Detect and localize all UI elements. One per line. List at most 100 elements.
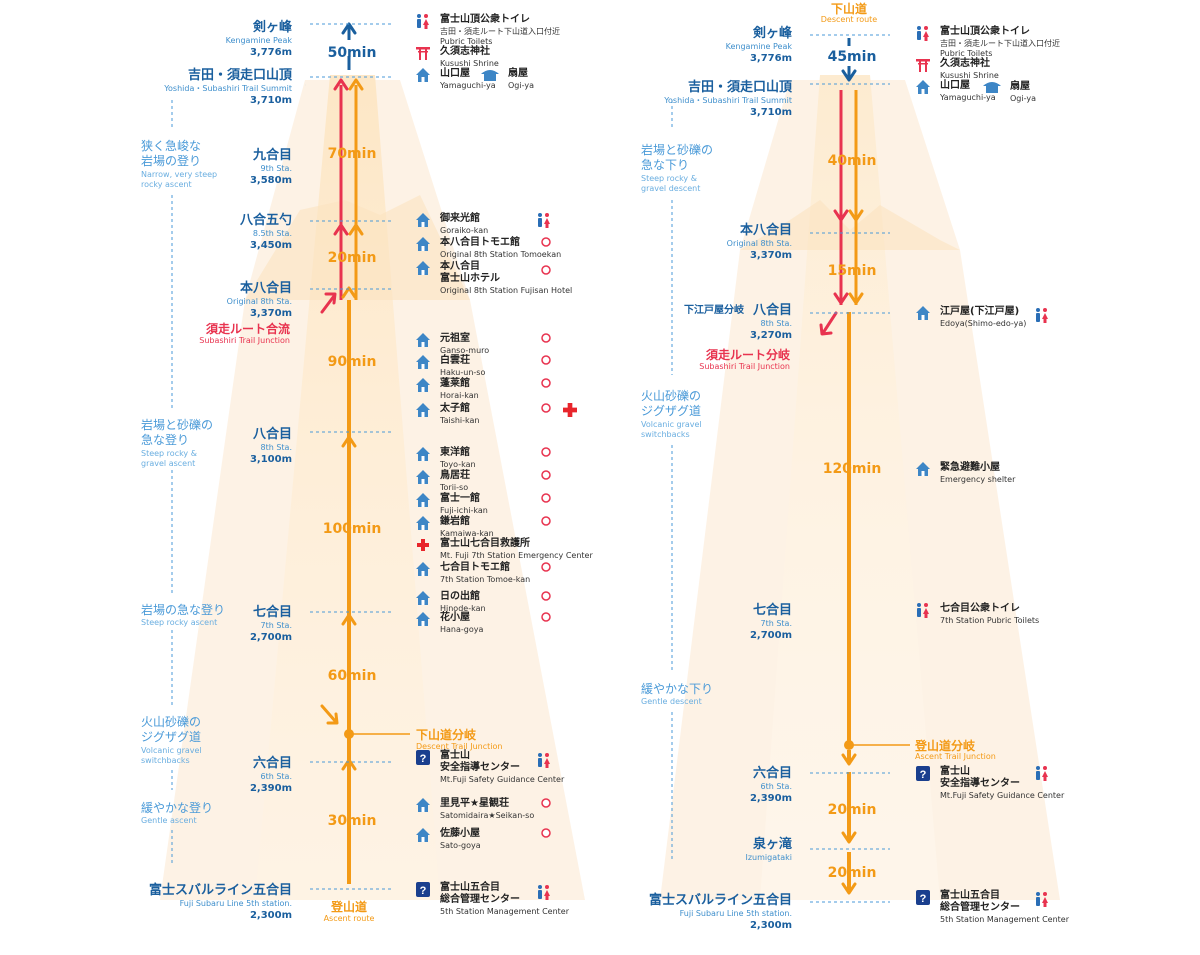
ascent-route-label: 登山道 xyxy=(330,900,367,914)
toilet-icon-female-head xyxy=(1043,766,1047,770)
facility-name: 富士山頂公衆トイレ xyxy=(940,26,1030,37)
facility-name-en: Pubric Toilets xyxy=(940,49,993,58)
up-arrow-icon xyxy=(341,758,357,771)
toilet-icon-female-head xyxy=(545,753,549,757)
toilet-icon-male xyxy=(1036,897,1040,906)
station-altitude: 2,700m xyxy=(749,630,792,641)
terrain-label-en: Steep rocky & xyxy=(641,174,697,183)
hut-door xyxy=(421,571,425,576)
hut-icon xyxy=(916,306,930,320)
toilet-icon-female-legs xyxy=(924,36,928,41)
station-altitude: 2,700m xyxy=(249,632,292,643)
hut-icon xyxy=(416,68,430,82)
toilet-icon-female xyxy=(1042,771,1048,777)
subashiri-branch-arrow-head xyxy=(819,323,833,336)
first-aid-icon xyxy=(417,539,429,551)
station-name: 吉田・須走口山頂 xyxy=(187,68,292,83)
ascent-route-label-en: Ascent route xyxy=(323,914,375,923)
toilet-icon-female-head xyxy=(1043,892,1047,896)
lodging-available-icon xyxy=(541,612,551,622)
info-center-icon-glyph: ? xyxy=(920,769,927,781)
facility-name: 七合目トモエ館 xyxy=(440,562,510,573)
terrain-label-en: switchbacks xyxy=(641,430,690,439)
toilet-icon-female-legs xyxy=(545,223,549,228)
terrain-label-en: Steep rocky & xyxy=(141,449,197,458)
toilet-icon-female-legs xyxy=(1043,902,1047,907)
facility-name: 富士一館 xyxy=(440,493,480,504)
lodging-available-icon xyxy=(541,447,551,457)
facility-name-en: Original 8th Station Fujisan Hotel xyxy=(440,286,573,295)
terrain-label: 火山砂礫の xyxy=(641,389,702,403)
facility-name: 日の出館 xyxy=(440,591,480,602)
facility-name: 佐藤小屋 xyxy=(440,828,480,839)
toilet-icon-female xyxy=(544,218,550,224)
station-altitude: 3,710m xyxy=(749,107,792,118)
hut-door xyxy=(921,471,925,476)
terrain-label-en: Steep rocky ascent xyxy=(141,618,218,627)
subashiri-junction-label: 須走ルート分岐 xyxy=(705,348,790,362)
station-name: 剣ヶ峰 xyxy=(752,26,792,41)
toilet-icon-male xyxy=(917,608,921,617)
station-name-en: Fuji Subaru Line 5th station. xyxy=(179,899,292,908)
hut-icon xyxy=(416,798,430,812)
descent-junction-arrow-head xyxy=(326,712,339,725)
station-altitude: 3,710m xyxy=(249,95,292,106)
toilet-icon-male xyxy=(1036,313,1040,322)
time-label: 20min xyxy=(827,865,877,881)
time-label: 50min xyxy=(327,45,377,61)
facility-name: 久須志神社 xyxy=(940,58,990,69)
terrain-label-en: rocky ascent xyxy=(141,180,192,189)
toilet-icon xyxy=(917,603,921,607)
facility-name: 本八合目トモエ館 xyxy=(440,237,520,248)
ogiya-icon-body xyxy=(484,74,496,81)
lodging-available-icon xyxy=(541,591,551,601)
shrine-icon-post xyxy=(919,61,921,72)
facility-name-en: Edoya(Shimo-edo-ya) xyxy=(940,319,1027,328)
facility-name-en: Yamaguchi-ya xyxy=(440,81,496,90)
station-name-en: Kengamine Peak xyxy=(725,42,792,51)
station-name: 泉ヶ滝 xyxy=(752,837,792,852)
toilet-icon xyxy=(538,885,542,889)
facility-name: 本八合目 xyxy=(440,261,480,272)
hut-icon xyxy=(416,447,430,461)
terrain-label: 狭く急峻な xyxy=(141,139,202,153)
hut-door xyxy=(421,412,425,417)
time-label: 45min xyxy=(827,49,877,65)
facility-name-en: 7th Station Tomoe-kan xyxy=(440,575,531,584)
facility-name: 富士山 xyxy=(940,766,970,777)
toilet-icon xyxy=(1036,766,1040,770)
shrine-icon-bar xyxy=(918,63,928,65)
station-altitude: 2,300m xyxy=(249,910,292,921)
facility-name-en: 吉田・須走ルート下山道入口付近 xyxy=(940,39,1060,48)
facility-name-en: Hinode-kan xyxy=(440,604,486,613)
facility-name: 里見平★星観荘 xyxy=(440,798,509,809)
toilet-icon-female-legs xyxy=(424,24,428,29)
toilet-icon-female xyxy=(544,758,550,764)
info-center-icon-glyph: ? xyxy=(420,885,427,897)
facility-name-en: Emergency shelter xyxy=(940,475,1016,484)
up-arrow-icon xyxy=(341,286,357,299)
facility-name: 蓬莱館 xyxy=(440,378,470,389)
toilet-icon-male xyxy=(417,19,421,28)
facility-name-en: Ganso-muro xyxy=(440,346,490,355)
station-name: 九合目 xyxy=(252,148,292,163)
shrine-icon-post xyxy=(425,49,427,60)
toilet-icon xyxy=(538,753,542,757)
toilet-icon-female-head xyxy=(545,885,549,889)
lodging-available-icon xyxy=(541,378,551,388)
station-altitude: 2,390m xyxy=(749,793,792,804)
station-name: 吉田・須走口山頂 xyxy=(687,80,792,95)
station-name: 本八合目 xyxy=(239,281,292,296)
hut-door xyxy=(421,387,425,392)
station-name: 八合五勺 xyxy=(239,213,292,228)
time-label: 20min xyxy=(327,250,377,266)
subashiri-down-arrow-icon xyxy=(833,209,849,222)
facility-name: 緊急避難小屋 xyxy=(940,462,1000,473)
ogiya-icon xyxy=(983,82,1001,86)
hut-door xyxy=(421,77,425,82)
facility-name-en: Horai-kan xyxy=(440,391,479,400)
facility-name: 江戸屋(下江戸屋) xyxy=(940,306,1020,317)
facility-name-en: 5th Station Management Center xyxy=(940,915,1069,924)
